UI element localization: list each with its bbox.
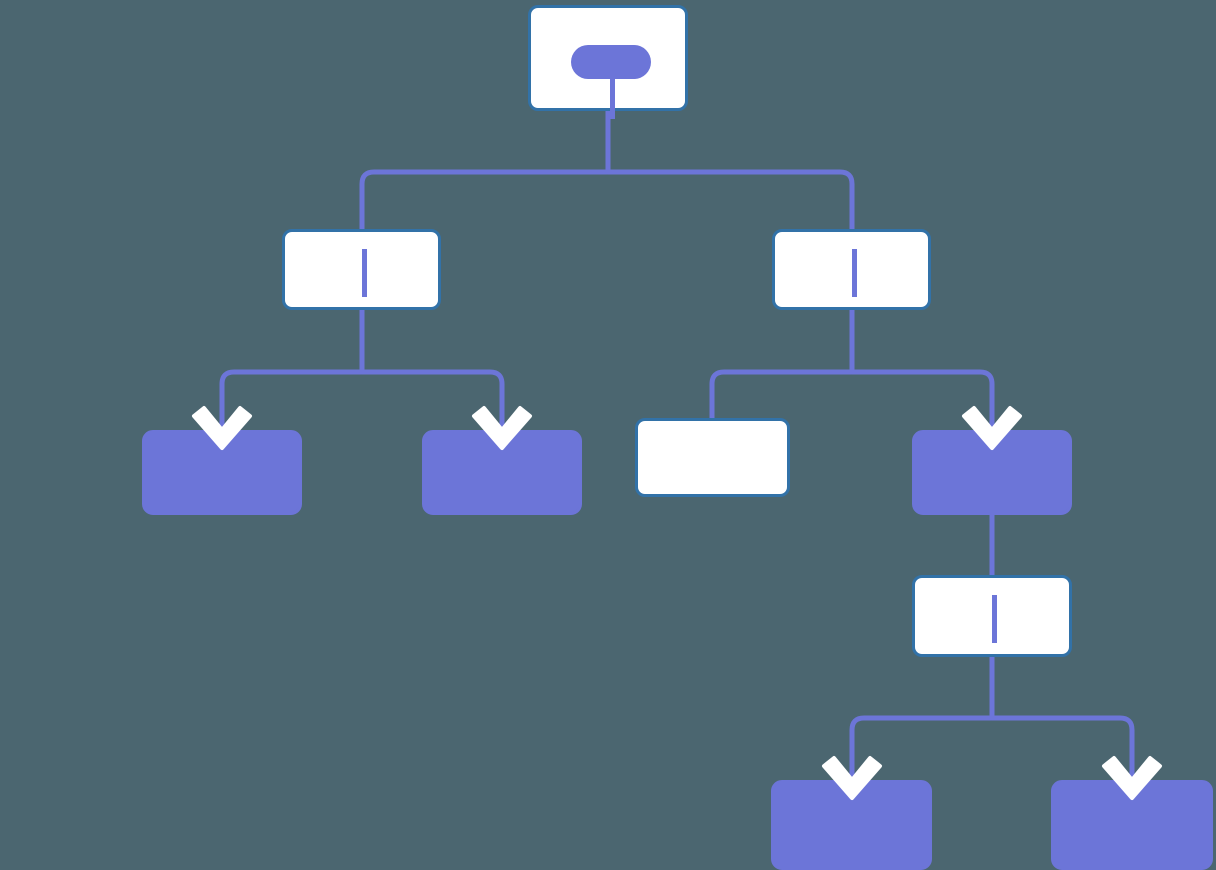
level5-left-node[interactable]: [771, 780, 932, 870]
level2-right-node[interactable]: [772, 229, 931, 310]
root-node[interactable]: [528, 5, 688, 119]
level3-node-d[interactable]: [912, 430, 1072, 515]
root-node-stem: [610, 79, 615, 119]
level2-right-node-marker: [852, 249, 857, 297]
level3-node-c[interactable]: [635, 418, 790, 497]
root-node-badge: [571, 45, 651, 79]
level3-node-a[interactable]: [142, 430, 302, 515]
level4-node[interactable]: [912, 575, 1072, 657]
level2-left-node[interactable]: [282, 229, 441, 310]
level3-node-b[interactable]: [422, 430, 582, 515]
level2-left-node-marker: [362, 249, 367, 297]
level4-node-marker: [992, 595, 997, 643]
level5-right-node[interactable]: [1051, 780, 1213, 870]
